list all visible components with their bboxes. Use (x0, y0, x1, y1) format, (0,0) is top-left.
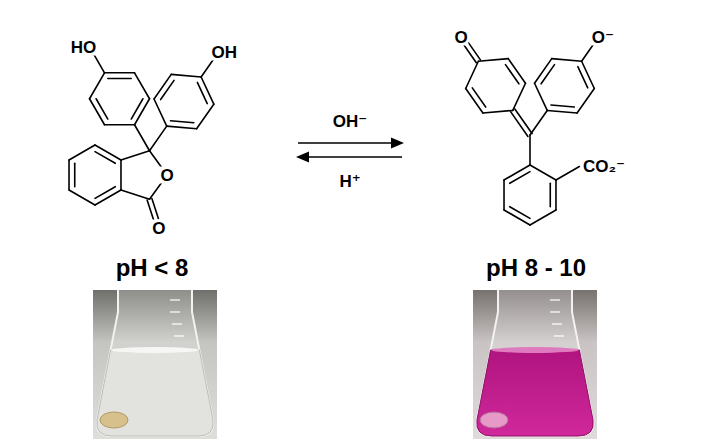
flask-photo-colourless (93, 290, 217, 439)
bond-line (201, 77, 214, 104)
bond-line (171, 74, 201, 77)
bond-line (472, 88, 485, 107)
graduation-marks (550, 300, 564, 336)
bond-line (161, 80, 174, 99)
atom-label: OH (211, 44, 239, 61)
bond-line (167, 126, 197, 129)
bond-line (69, 190, 95, 205)
bond-lines (69, 43, 594, 225)
atom-label: O (454, 28, 469, 45)
bond-line (556, 167, 579, 181)
stir-bar (100, 412, 128, 428)
arrow-head (391, 138, 404, 149)
liquid-surface (491, 347, 579, 353)
pink-liquid (477, 350, 593, 436)
bond-line (152, 198, 158, 218)
bond-line (96, 99, 108, 119)
bond-line (505, 65, 518, 84)
stir-bar (480, 412, 508, 428)
bond-line (483, 110, 513, 113)
bond-line (511, 112, 528, 137)
ph-label: pH 8 - 10 (483, 256, 589, 280)
bond-line (582, 44, 594, 61)
atom-label: O⁻ (591, 28, 615, 45)
bond-line (466, 61, 479, 88)
bond-line (529, 135, 531, 165)
reagent-label: OH⁻ (332, 113, 368, 130)
bond-line (95, 152, 115, 164)
bond-line (549, 183, 551, 206)
atom-label: HO (70, 38, 98, 55)
bond-line (197, 104, 214, 129)
bond-line (551, 105, 574, 107)
bond-line (513, 83, 526, 110)
bond-line (105, 124, 135, 126)
bond-line (154, 99, 167, 126)
bond-line (535, 83, 548, 110)
ph-label: pH < 8 (113, 256, 192, 280)
bond-line (135, 125, 150, 151)
flask-photo-pink (473, 290, 597, 439)
bond-line (171, 121, 194, 123)
bond-line (95, 190, 121, 205)
bond-line (94, 55, 105, 73)
bond-line (510, 172, 530, 184)
reverse-arrow (304, 156, 402, 158)
bond-line (108, 78, 131, 80)
bond-line (135, 99, 150, 125)
bond-line (464, 46, 476, 63)
liquid-surface (111, 347, 199, 353)
bond-line (150, 126, 167, 151)
bond-line (121, 190, 150, 199)
flask-glass (97, 290, 213, 436)
bond-line (197, 82, 207, 103)
bond-line (547, 110, 577, 113)
atom-label: CO₂⁻ (582, 158, 626, 175)
graduation-marks (170, 300, 184, 336)
bond-line (478, 59, 508, 62)
bond-line (121, 151, 150, 160)
bond-line (69, 145, 95, 160)
bond-line (555, 180, 557, 210)
bond-line (135, 73, 150, 99)
bond-line (150, 182, 162, 199)
bond-line (150, 151, 162, 168)
atom-label: O (160, 167, 175, 184)
bond-line (131, 99, 143, 119)
bond-line (201, 60, 213, 77)
bond-line (95, 187, 115, 199)
bond-line (541, 65, 554, 84)
bond-line (504, 165, 530, 180)
bond-line (74, 163, 76, 186)
atom-label: O (151, 219, 166, 236)
bond-line (468, 43, 480, 60)
arrow-head (296, 152, 309, 163)
bond-line (582, 61, 595, 88)
bond-line (577, 88, 594, 113)
forward-arrow (298, 142, 396, 144)
bond-line (530, 110, 547, 135)
bond-line (120, 160, 122, 190)
bond-line (578, 67, 588, 88)
bond-line (105, 72, 135, 74)
bond-line (504, 210, 530, 225)
clear-liquid (97, 350, 213, 436)
bond-line (530, 210, 556, 225)
flask-glass (477, 290, 593, 436)
bond-line (90, 99, 105, 125)
bond-line (510, 207, 530, 219)
bond-line (552, 59, 582, 62)
bond-line (95, 145, 121, 160)
bond-line (530, 165, 556, 180)
bond-line (68, 160, 70, 190)
bond-line (503, 180, 505, 210)
reagent-label: H⁺ (338, 173, 361, 190)
bond-line (90, 73, 105, 99)
equilibrium-arrows (296, 138, 404, 163)
